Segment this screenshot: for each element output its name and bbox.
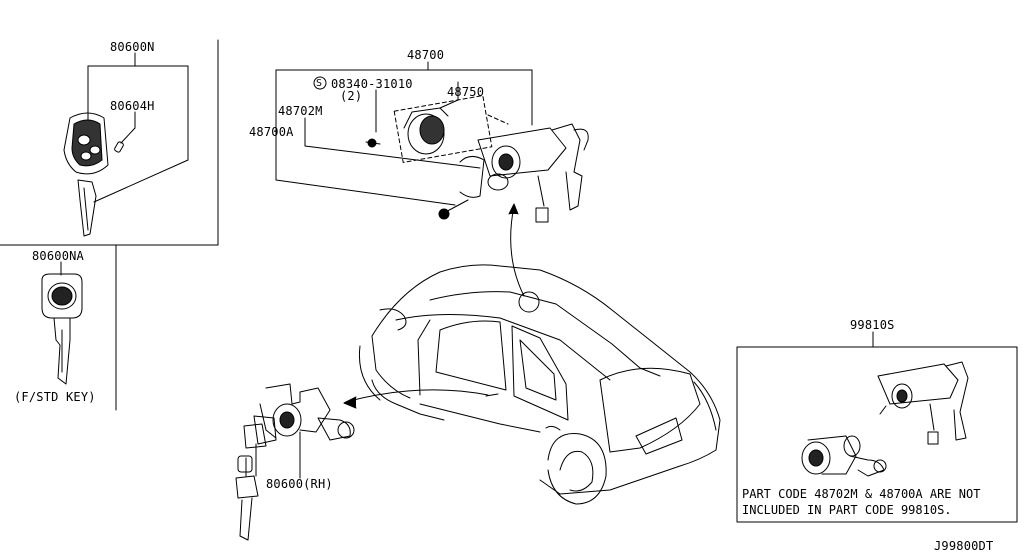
label-bolt-code: 08340-31010 bbox=[331, 77, 413, 91]
door-lock-drawing bbox=[235, 383, 355, 541]
cylinder-set-drawing bbox=[801, 361, 969, 477]
diagram-code: J99800DT bbox=[934, 539, 994, 553]
label-std-key-note: (F/STD KEY) bbox=[14, 390, 96, 404]
label-key-set: 80600N bbox=[110, 40, 155, 54]
key-set-frame bbox=[0, 39, 219, 411]
label-key-plate: 80604H bbox=[110, 99, 155, 113]
standard-key-drawing bbox=[41, 261, 83, 385]
label-std-key: 80600NA bbox=[32, 249, 84, 263]
door-lock-arrow bbox=[343, 389, 489, 409]
label-door-lock-rh: 80600(RH) bbox=[266, 477, 333, 491]
part-code-note: PART CODE 48702M & 48700A ARE NOT INCLUD… bbox=[742, 486, 980, 518]
steering-lock-drawing bbox=[365, 107, 589, 223]
label-lock-cyl-m: 48702M bbox=[278, 104, 323, 118]
label-steering-lock: 48700 bbox=[407, 48, 445, 62]
part-code-note-line2: INCLUDED IN PART CODE 99810S. bbox=[742, 503, 952, 517]
label-lock-cyl-a: 48700A bbox=[249, 125, 294, 139]
steering-lock-arrow bbox=[508, 203, 540, 313]
steering-lock-leaders bbox=[275, 61, 533, 206]
label-ignition-switch: 48750 bbox=[447, 85, 485, 99]
part-code-note-line1: PART CODE 48702M & 48700A ARE NOT bbox=[742, 487, 981, 501]
bolt-symbol: S bbox=[316, 78, 323, 89]
remote-key-drawing bbox=[63, 112, 124, 237]
label-cylinder-set: 99810S bbox=[850, 318, 895, 332]
cylinder-set-frame bbox=[736, 331, 1018, 523]
key-set-leaders bbox=[87, 52, 189, 203]
label-bolt-qty: (2) bbox=[340, 89, 363, 103]
car-drawing bbox=[358, 264, 721, 505]
